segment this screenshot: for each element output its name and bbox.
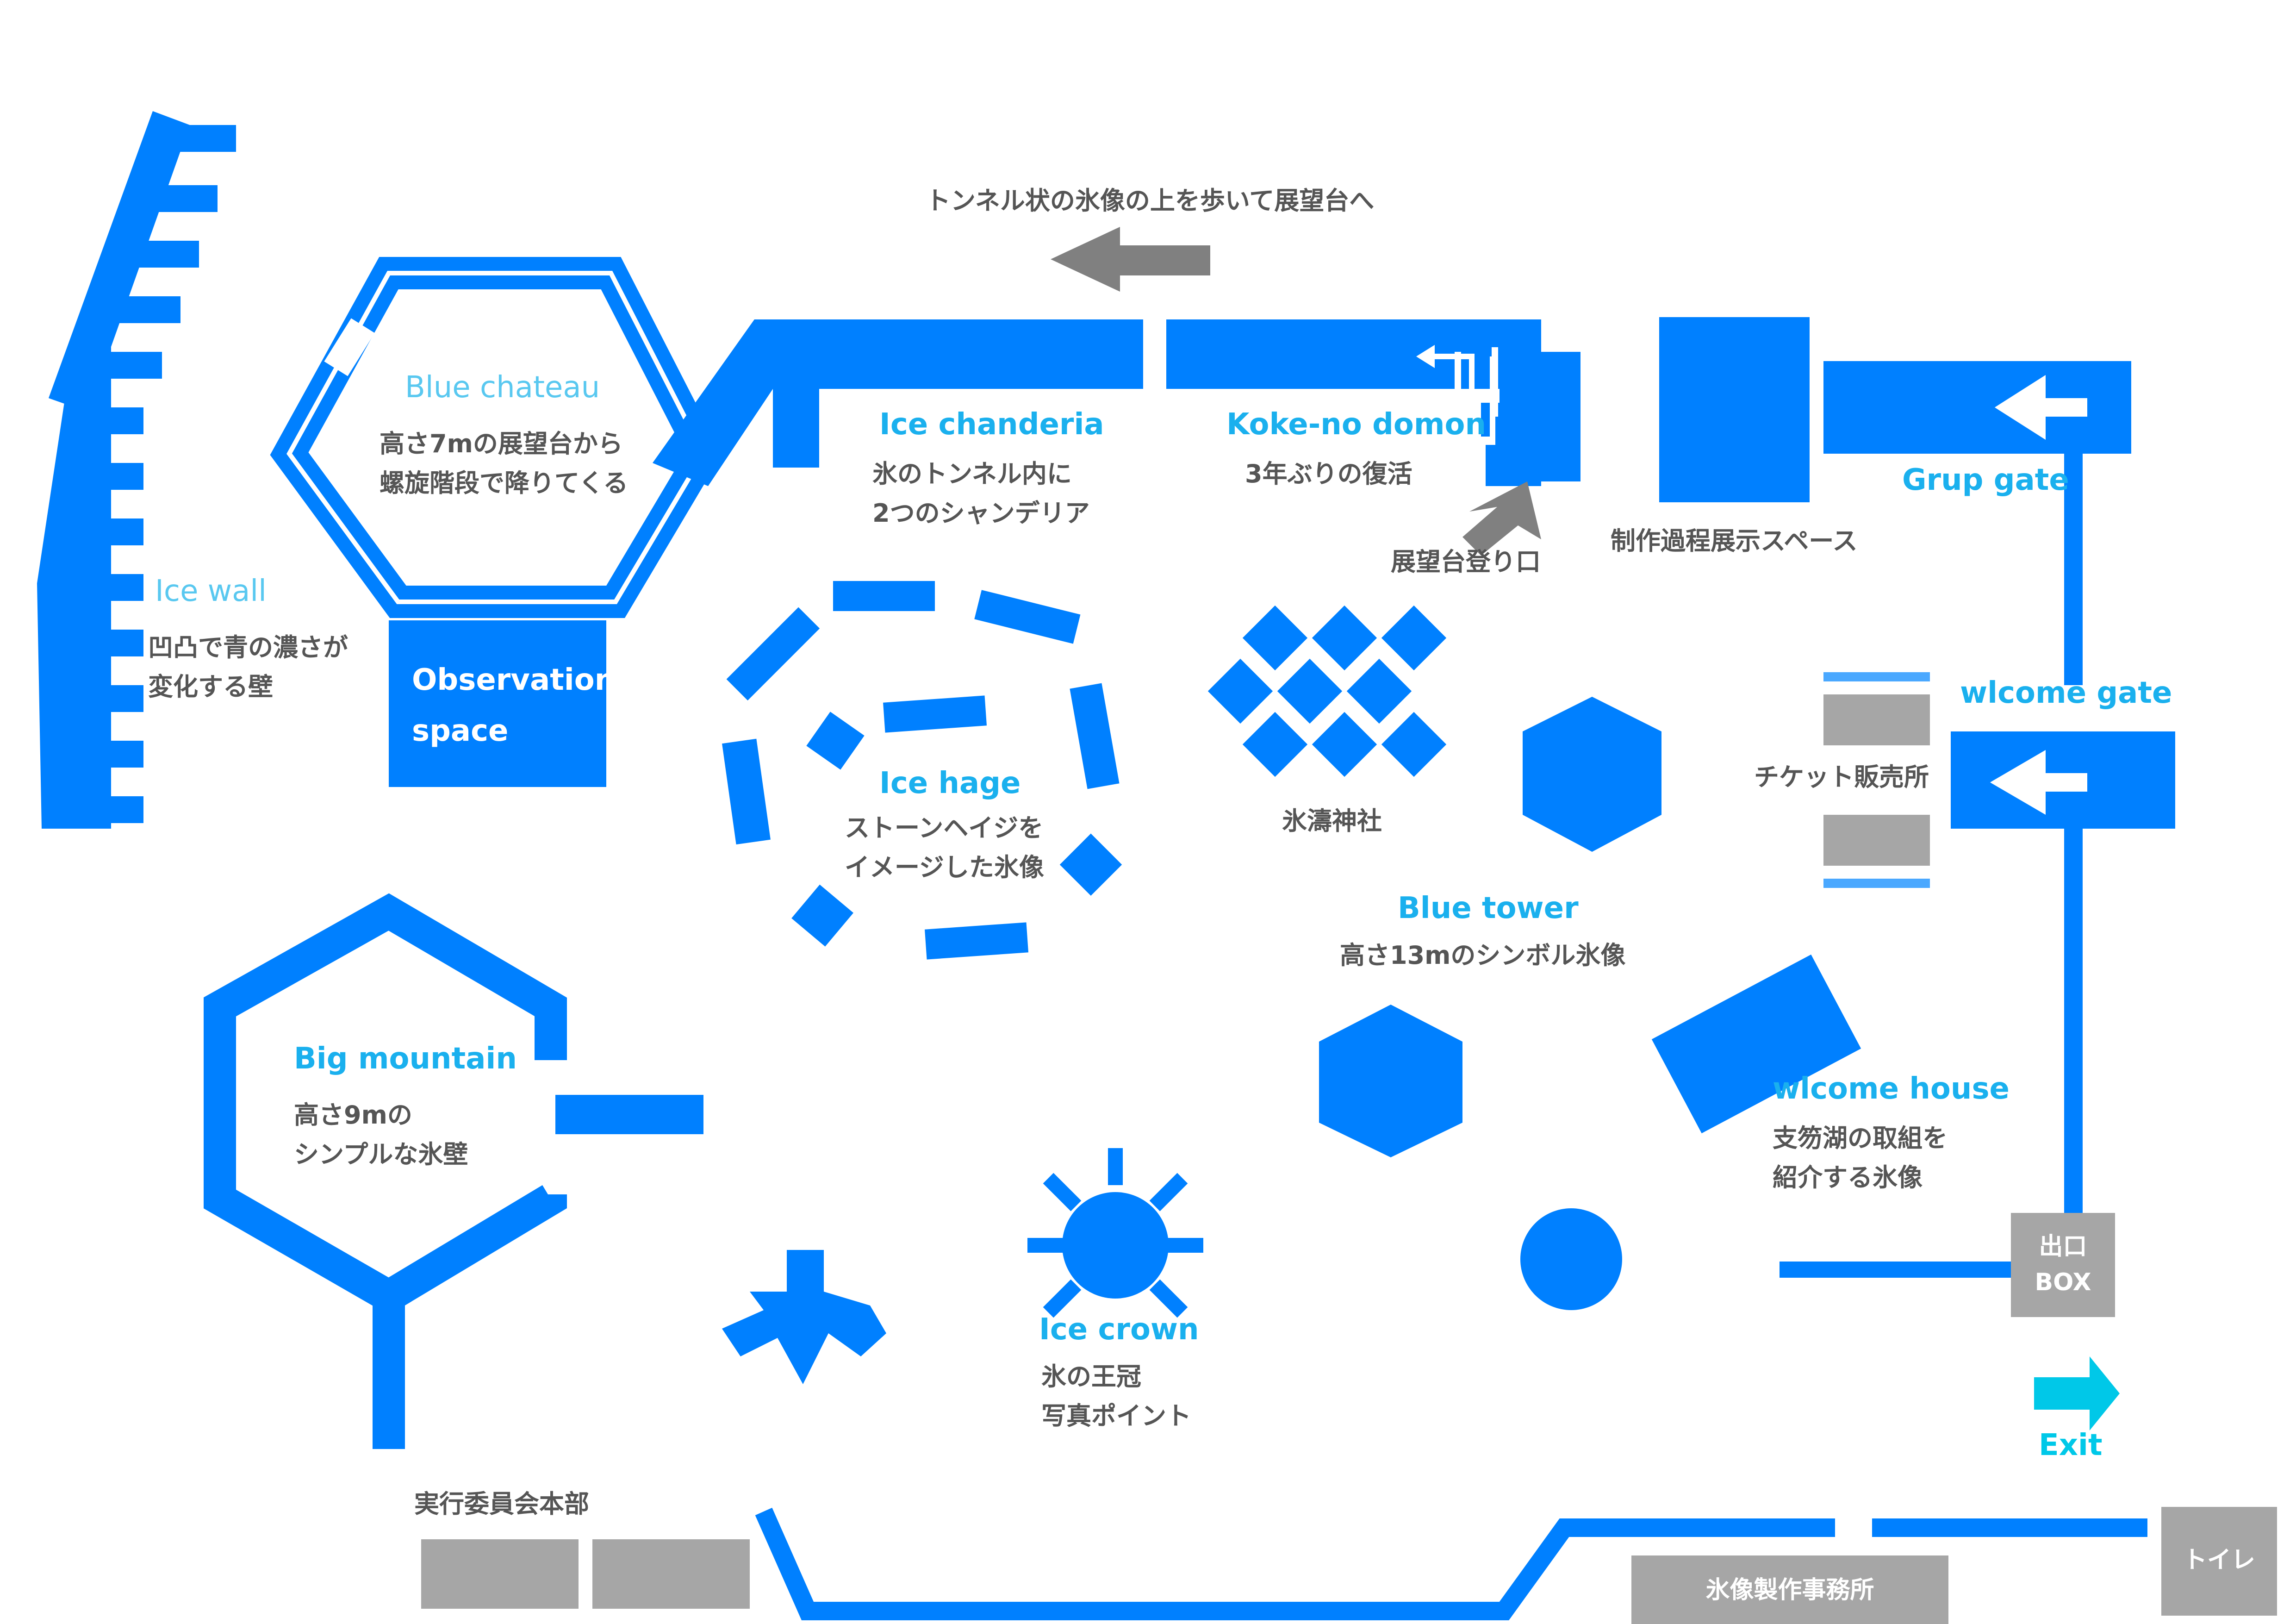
ice-wall-desc2: 変化する壁	[148, 672, 273, 701]
wlcome-house-label: wlcome house	[1773, 1072, 2010, 1106]
wlcome-gate-label: wlcome gate	[1960, 676, 2172, 710]
ice-crown-desc1: 氷の王冠	[1041, 1362, 1141, 1391]
big-mountain-desc1: 高さ9mの	[294, 1100, 412, 1130]
big-mountain-annex	[555, 1095, 703, 1134]
tunnel-wall-south	[755, 1507, 2147, 1620]
blue-chateau-label: Blue chateau	[405, 370, 600, 405]
entrance-note: 展望台登り口	[1391, 547, 1541, 576]
big-mountain-structure	[204, 893, 567, 1449]
wlcome-house-desc2: 紹介する氷像	[1773, 1163, 1923, 1192]
route-arrow-icon	[1051, 227, 1210, 292]
koke-no-domon-label: Koke-no domon	[1226, 407, 1487, 442]
observation-label-2: space	[412, 714, 509, 748]
big-mountain-label: Big mountain	[294, 1042, 517, 1076]
star-sculpture	[722, 1250, 886, 1384]
exit-arrow-icon	[2034, 1356, 2120, 1430]
blue-chateau-structure	[270, 257, 722, 787]
ice-hage-label: Ice hage	[879, 766, 1021, 800]
ice-crown-desc2: 写真ポイント	[1041, 1401, 1191, 1430]
wlcome-house-structure	[1651, 954, 1861, 1134]
exit-box	[2011, 1213, 2115, 1317]
grup-gate-label: Grup gate	[1902, 463, 2069, 497]
hq-label: 実行委員会本部	[414, 1489, 589, 1518]
ice-chanderia-desc2: 2つのシャンデリア	[872, 499, 1090, 528]
office-label: 氷像製作事務所	[1705, 1576, 1874, 1604]
ice-hage-desc1: ストーンヘイジを	[845, 813, 1044, 843]
shrine-label: 氷濤神社	[1282, 806, 1382, 836]
ticket-label: チケット販売所	[1754, 762, 1929, 792]
koke-no-domon-structure	[1416, 345, 1580, 481]
big-mountain-desc2: シンプルな氷壁	[294, 1140, 468, 1169]
process-space-label: 制作過程展示スペース	[1611, 526, 1858, 556]
blue-tower-label: Blue tower	[1398, 891, 1579, 925]
entrance-arrow-icon	[1462, 481, 1541, 556]
exit-box-label-2: BOX	[2035, 1268, 2091, 1296]
shrine-lattice	[1207, 605, 1447, 777]
exit-label: Exit	[2039, 1428, 2103, 1462]
round-sculpture	[1520, 1208, 1622, 1310]
exit-box-label-1: 出口	[2039, 1233, 2087, 1261]
hq-building-1	[421, 1539, 579, 1609]
grup-gate-structure	[1823, 361, 2131, 685]
ice-wall-label: Ice wall	[155, 574, 267, 608]
wlcome-gate-structure	[1951, 731, 2175, 1222]
koke-no-domon-desc1: 3年ぶりの復活	[1245, 459, 1412, 488]
ice-chanderia-desc1: 氷のトンネル内に	[872, 459, 1072, 488]
ticket-booth	[1823, 672, 1930, 888]
hq-building-2	[592, 1539, 750, 1609]
toilet-building	[2161, 1507, 2277, 1616]
ice-wall-desc1: 凹凸で青の濃さが	[148, 633, 348, 662]
production-space-block	[1659, 317, 1810, 502]
exit-path-line	[1780, 1262, 2018, 1278]
ice-wall-structure	[37, 111, 236, 829]
wlcome-house-desc1: 支笏湖の取組を	[1773, 1124, 1948, 1153]
ice-crown-label: Ice crown	[1039, 1312, 1199, 1347]
toilet-label: トイレ	[2183, 1546, 2255, 1574]
production-office	[1631, 1555, 1948, 1624]
route-note: トンネル状の氷像の上を歩いて展望台へ	[926, 186, 1375, 215]
ice-chanderia-label: Ice chanderia	[879, 407, 1104, 442]
blue-chateau-desc2: 螺旋階段で降りてくる	[380, 468, 628, 498]
ice-hage-stones	[722, 581, 1122, 960]
hexagon-sculpture-upper	[1523, 697, 1661, 852]
blue-chateau-desc1: 高さ7mの展望台から	[380, 429, 623, 458]
blue-tower-desc1: 高さ13mのシンボル氷像	[1340, 941, 1626, 970]
ice-hage-desc2: イメージした氷像	[845, 853, 1044, 882]
blue-tower-structure	[1319, 1005, 1462, 1157]
ice-crown-structure	[1027, 1148, 1203, 1318]
observation-label-1: Observation	[412, 663, 616, 697]
tunnel-wall-north	[653, 319, 1541, 486]
